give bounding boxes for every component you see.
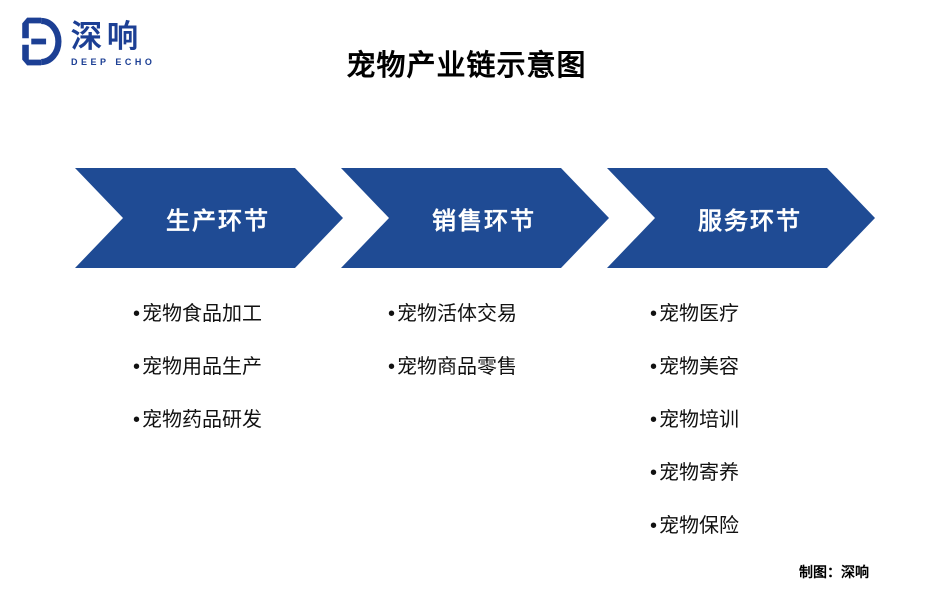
credit-label: 制图：深响 [799, 564, 869, 580]
production-item-list: 宠物食品加工 宠物用品生产 宠物药品研发 [133, 300, 262, 459]
list-item: 宠物培训 [650, 406, 739, 434]
sales-item-list: 宠物活体交易 宠物商品零售 [388, 300, 517, 406]
list-item: 宠物活体交易 [388, 300, 517, 328]
list-item: 宠物食品加工 [133, 300, 262, 328]
stage-arrow-service: 服务环节 [607, 168, 875, 268]
deep-echo-logo-icon [22, 17, 62, 66]
logo-wordmark: 深响 [71, 19, 143, 54]
list-item: 宠物美容 [650, 353, 739, 381]
list-item: 宠物医疗 [650, 300, 739, 328]
logo-subtitle: DEEP ECHO [71, 57, 156, 67]
list-item: 宠物保险 [650, 512, 739, 540]
list-item: 宠物商品零售 [388, 353, 517, 381]
list-item: 宠物寄养 [650, 459, 739, 487]
list-item: 宠物用品生产 [133, 353, 262, 381]
stage-arrow-sales: 销售环节 [341, 168, 609, 268]
stage-arrow-label: 服务环节 [698, 207, 802, 235]
deep-echo-logo: 深响 DEEP ECHO [16, 16, 155, 67]
service-item-list: 宠物医疗 宠物美容 宠物培训 宠物寄养 宠物保险 [650, 300, 739, 565]
list-item: 宠物药品研发 [133, 406, 262, 434]
stage-arrow-label: 销售环节 [432, 207, 536, 235]
stage-arrow-label: 生产环节 [166, 207, 270, 235]
stage-arrow-production: 生产环节 [75, 168, 343, 268]
page-title: 宠物产业链示意图 [346, 50, 587, 82]
